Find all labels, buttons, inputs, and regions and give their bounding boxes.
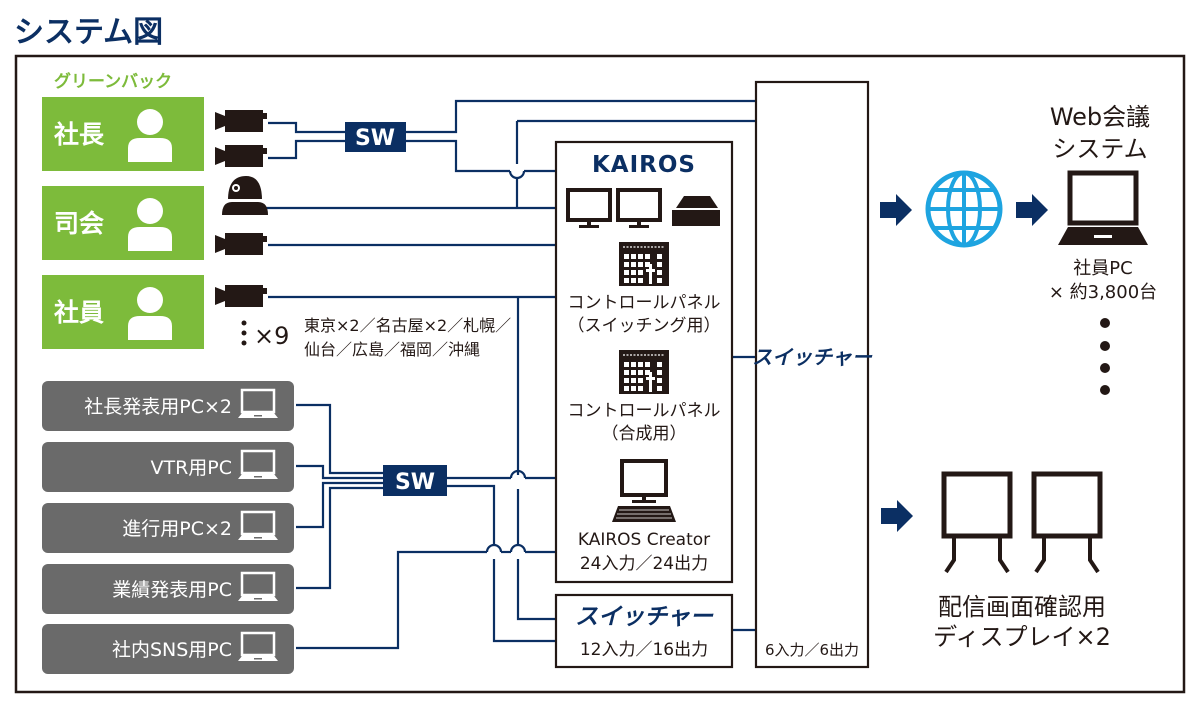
display-label: 配信画面確認用 — [938, 593, 1106, 621]
pc-label: 進行用PC×2 — [122, 518, 232, 540]
page-title: システム図 — [14, 15, 163, 50]
camera-locations-line2: 仙台／広島／福岡／沖縄 — [304, 340, 480, 359]
pc-box-results-presentation: 業績発表用PC — [42, 564, 294, 614]
control-panel-compositing-label: コントロールパネル — [568, 401, 721, 421]
small-switcher-box: スイッチャー 12入力／16出力 — [554, 593, 734, 669]
desktop-pc-icon — [612, 459, 676, 522]
camera-locations-line1: 東京×2／名古屋×2／札幌／ — [304, 316, 511, 335]
control-panel-switching-sub: （スイッチング用） — [568, 316, 721, 336]
monitor-icon — [616, 188, 662, 228]
pc-box-president-presentation: 社長発表用PC×2 — [42, 381, 294, 431]
switch-box-cameras: SW — [345, 122, 406, 152]
small-switcher-title: スイッチャー — [575, 604, 714, 630]
person-label: 司会 — [54, 209, 104, 238]
main-switcher-io: 6入力／6出力 — [765, 641, 859, 659]
green-back-label: グリーンバック — [54, 71, 172, 92]
web-conference-title: Web会議 — [1050, 103, 1150, 131]
pc-label: 社長発表用PC×2 — [84, 396, 232, 418]
small-switcher-io: 12入力／16出力 — [580, 640, 708, 660]
switch-label: SW — [355, 126, 395, 151]
control-panel-compositing-sub: （合成用） — [602, 424, 687, 444]
pc-box-progress: 進行用PC×2 — [42, 503, 294, 553]
web-conference-subtitle: システム — [1052, 135, 1147, 163]
employee-pc-label: 社員PC — [1073, 258, 1132, 279]
person-box-employees: 社員 — [42, 275, 204, 349]
camera-multiplier: ×9 — [254, 322, 289, 350]
wires — [266, 99, 756, 650]
laptop-icon — [1058, 170, 1148, 245]
display-monitor-icon — [941, 471, 1013, 574]
control-panel-icon — [618, 349, 670, 395]
control-panel-icon — [618, 241, 670, 287]
kairos-title: KAIROS — [592, 152, 696, 178]
person-box-president: 社長 — [42, 97, 204, 171]
pc-label: VTR用PC — [150, 457, 232, 479]
person-label: 社員 — [54, 298, 104, 327]
kairos-creator-io: 24入力／24出力 — [580, 554, 708, 574]
main-switcher-box: スイッチャー 6入力／6出力 — [752, 80, 873, 669]
kairos-creator-label: KAIROS Creator — [578, 530, 710, 550]
control-panel-switching-label: コントロールパネル — [568, 293, 721, 313]
ptz-camera-icon — [222, 176, 268, 215]
display-count: ディスプレイ×2 — [933, 623, 1111, 651]
vertical-ellipsis-icon — [1100, 318, 1110, 395]
camera-ellipsis — [241, 320, 247, 346]
monitor-icon — [566, 188, 612, 228]
pc-box-internal-sns: 社内SNS用PC — [42, 624, 294, 674]
person-label: 社長 — [54, 120, 105, 149]
switch-label: SW — [395, 470, 435, 495]
globe-icon — [925, 170, 1003, 248]
kairos-box: KAIROS コントロールパネル （スイッチング用） コントロールパネル （合成… — [554, 140, 734, 584]
pc-label: 業績発表用PC — [112, 579, 232, 601]
display-monitor-icon — [1031, 471, 1103, 574]
main-switcher-title: スイッチャー — [752, 345, 873, 369]
employee-pc-count: × 約3,800台 — [1049, 282, 1157, 303]
person-box-mc: 司会 — [42, 186, 204, 260]
pc-label: 社内SNS用PC — [112, 639, 232, 661]
switch-box-pcs: SW — [383, 465, 447, 496]
pc-box-vtr: VTR用PC — [42, 442, 294, 492]
server-unit-icon — [672, 196, 720, 226]
